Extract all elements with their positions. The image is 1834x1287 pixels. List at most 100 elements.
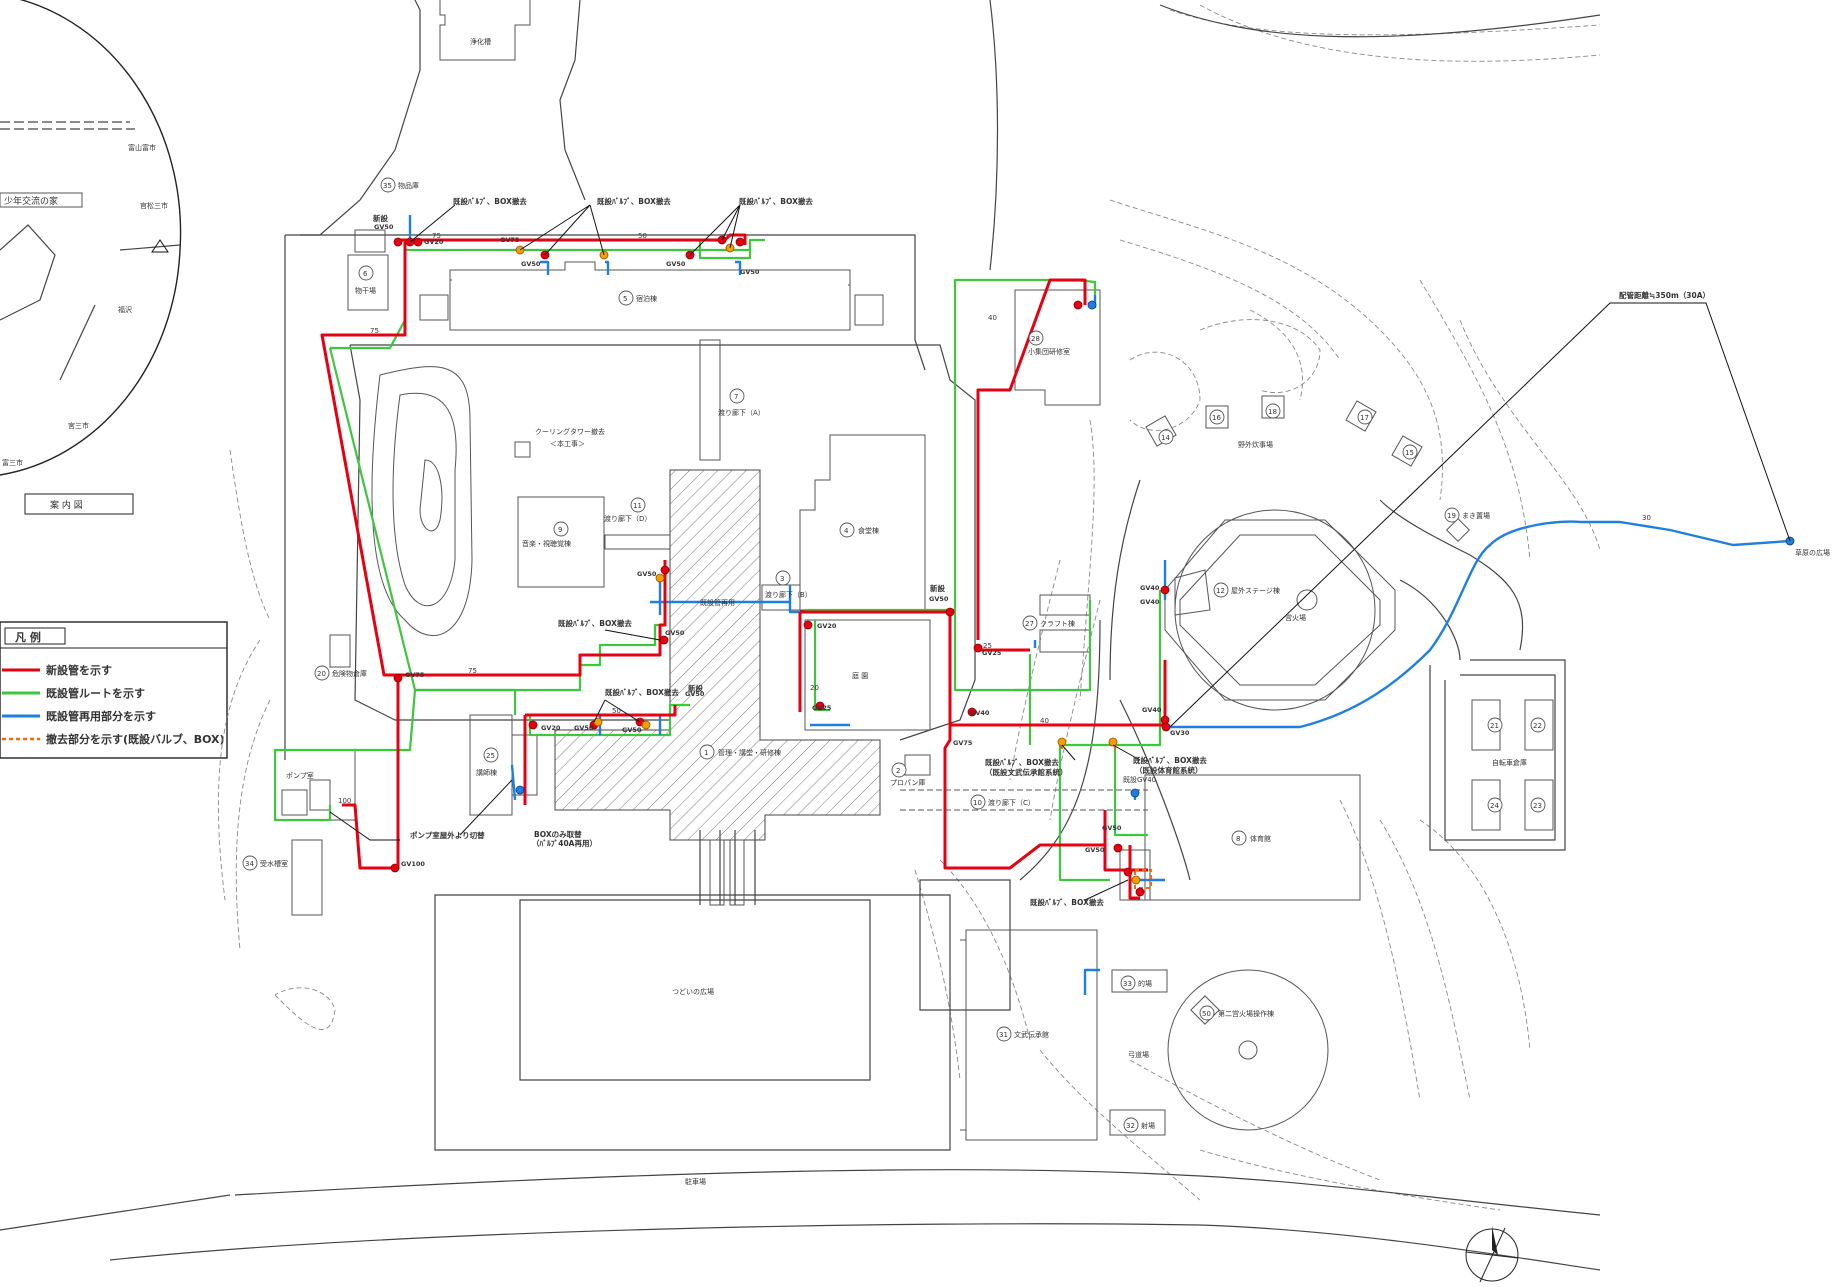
valve [1057,737,1067,747]
valve [1113,843,1123,853]
valves [390,235,1795,897]
pipe-size: 75 [468,667,477,675]
gv-label: GV50 [666,260,686,268]
bldg-name-32: 射場 [1141,1121,1155,1130]
pipe-size: 75 [370,327,379,335]
bldg-num-12: 12 [1216,587,1225,595]
ann-existing-gv: 既設GV40 [1123,775,1156,784]
valve [1108,737,1118,747]
bldg-name-1: 管理・講堂・研修棟 [718,748,781,757]
gv-label: GV50 [740,268,760,276]
legend-label-existing: 既設管ルートを示す [46,686,145,700]
ann-existing: 既設管再用 [700,598,735,607]
gv-label: GV20 [541,724,561,732]
gv-label: GV20 [424,238,444,246]
gv-label: GV50 [665,629,685,637]
label-courtyard: 庭 園 [852,671,868,680]
gv-label: GV100 [401,860,425,868]
building-badges: 1 管理・講堂・研修棟 2 プロパン庫 3 渡り廊下（B） 4 食堂棟 5 宿泊… [242,177,1546,1133]
bldg-name-3: 渡り廊下（B） [765,590,812,599]
label-bicycle: 自転車倉庫 [1492,758,1527,767]
valve [1161,722,1171,732]
valve [390,863,400,873]
inset-small-2: 福沢 [118,305,132,314]
valve [1073,300,1083,310]
label-cooling: クーリングタワー撤去 [535,427,605,436]
valve [655,573,665,583]
bldg-name-10: 渡り廊下（C） [988,798,1035,807]
label-parking: 駐車場 [685,1177,706,1186]
bldg-num-20: 20 [317,670,326,678]
valve [1123,867,1133,877]
label-purification: 浄化槽 [470,37,491,46]
leader-lines [329,204,1791,901]
bldg-num-21: 21 [1490,722,1499,730]
bldg-name-8: 体育館 [1250,834,1271,843]
bldg-num-22: 22 [1533,722,1542,730]
gv-label: GV50 [929,595,949,603]
pipe-size: 40 [988,314,997,322]
bldg-num-2: 2 [896,767,900,775]
ann-remove-box: 既設ﾊﾞﾙﾌﾞ、BOX撤去 [739,196,813,206]
bldg-name-9: 音楽・視聴覚棟 [522,539,571,548]
bldg-num-3: 3 [780,575,784,583]
pipe-size: 40 [1040,717,1049,725]
gv-label: GV40 [970,709,990,717]
pipe-size: 100 [338,797,351,805]
pipe-size: 75 [432,232,441,240]
gv-label: GV40 [1140,598,1160,606]
site-outlines [0,0,1601,1271]
bldg-num-1: 1 [704,749,708,757]
bldg-num-9: 9 [558,526,562,534]
ann-remove-box: 既設ﾊﾞﾙﾌﾞ、BOX撤去 [597,196,671,206]
valve [515,785,525,795]
ann-remove-box: 既設ﾊﾞﾙﾌﾞ、BOX撤去 [453,196,527,206]
bldg-num-34: 34 [245,860,254,868]
label-grass: 草原の広場 [1795,548,1830,557]
ann-new: 新設 [373,213,388,223]
valve [1130,788,1140,798]
bldg-name-27: クラフト棟 [1040,619,1075,628]
ann-new: 新設 [930,583,945,593]
ann-remove-box: 既設ﾊﾞﾙﾌﾞ、BOX撤去 [558,618,632,628]
valve [735,237,745,247]
existing-pipe-route [273,238,1162,882]
gv-label: GV30 [1170,729,1190,737]
ann-bunbu: （既設文武伝承館系統） [985,767,1068,777]
bldg-num-18: 18 [1268,408,1277,416]
inset-small-4: 富三市 [2,458,23,467]
legend-label-new: 新設管を示す [46,663,112,677]
bldg-name-6: 物干場 [355,286,376,295]
ann-new: 新設 [688,683,703,693]
bldg-name-20: 危険物倉庫 [332,669,367,678]
valve [945,607,955,617]
valve [1135,887,1145,897]
bldg-num-4: 4 [844,527,849,535]
bldg-num-25: 25 [486,752,495,760]
bldg-num-6: 6 [363,270,368,278]
valve [815,701,825,711]
legend-title: 凡 例 [15,630,41,644]
buildings [274,0,1554,1141]
bldg-num-35: 35 [383,182,392,190]
inset-caption: 案 内 図 [50,499,83,511]
bldg-num-17: 17 [1360,414,1369,422]
gv-label: GV50 [685,690,705,698]
bldg-num-11: 11 [633,502,642,510]
label-kyudo: 弓道場 [1128,1050,1149,1059]
ann-remove-box: 既設ﾊﾞﾙﾌﾞ、BOX撤去 [1133,755,1207,765]
valve [660,565,670,575]
gv-label: GV25 [812,704,832,712]
north-arrow [1465,1226,1519,1283]
bldg-name-31: 文武伝承館 [1014,1030,1049,1039]
bldg-num-15: 15 [1405,449,1414,457]
valve [1160,585,1170,595]
ann-remove-box: 既設ﾊﾞﾙﾌﾞ、BOX撤去 [605,687,679,697]
bldg-name-2: プロパン庫 [890,778,925,787]
ann-box-only: BOXのみ取替 [534,829,582,839]
bldg-name-5: 宿泊棟 [636,294,657,303]
valve [659,635,669,645]
gv-label: GV50 [637,570,657,578]
bldg-num-24: 24 [1490,802,1499,810]
